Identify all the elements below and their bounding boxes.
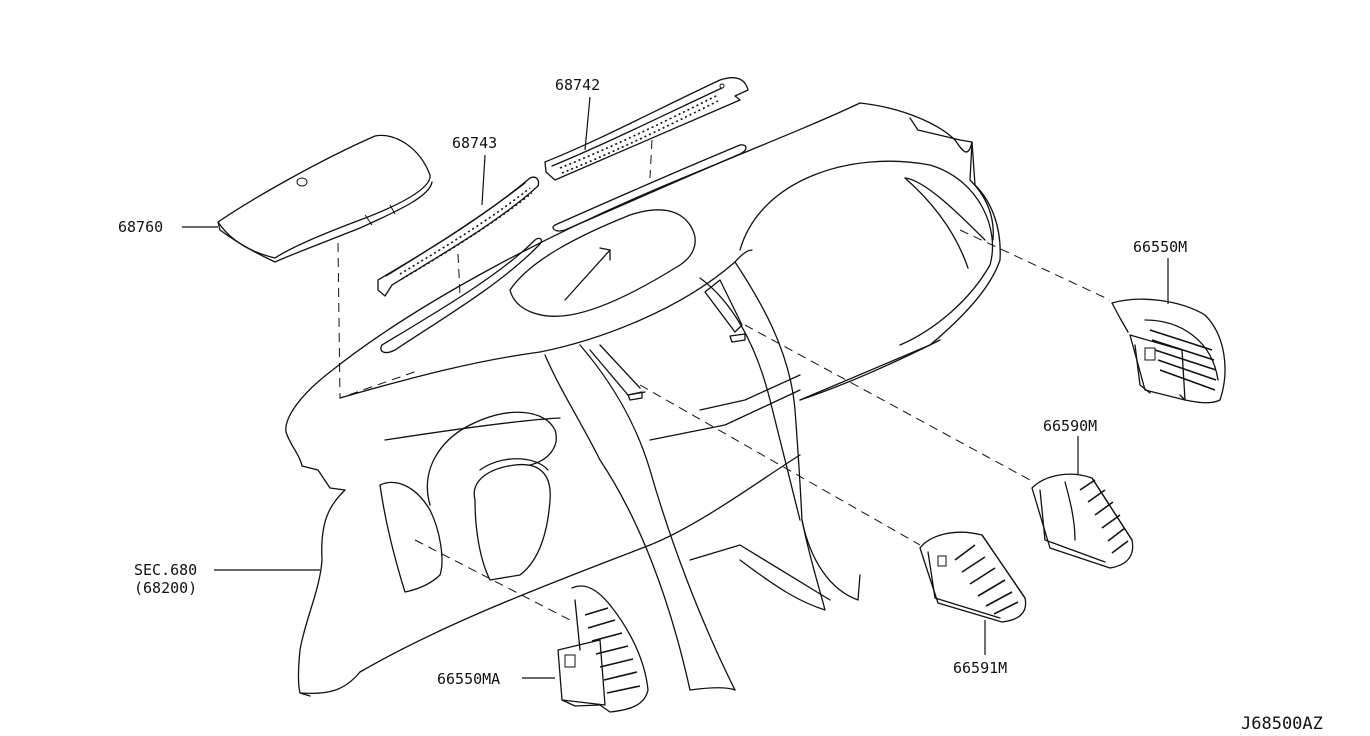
part-66591M-vent [919, 531, 1027, 623]
label-66550MA: 66550MA [437, 670, 500, 688]
part-66550M-vent [1111, 298, 1226, 404]
part-66590M-vent [1031, 473, 1134, 569]
label-68760: 68760 [118, 218, 163, 236]
assembly-dashed-lines [337, 139, 1111, 621]
grille-clip-icon [719, 83, 725, 89]
diagram-reference-code: J68500AZ [1241, 714, 1323, 734]
label-66550M: 66550M [1133, 238, 1187, 256]
vent-clip-icon-3 [564, 654, 576, 668]
vent-clip-icon-2 [937, 555, 947, 567]
vent-clip-icon [1144, 347, 1156, 361]
part-labels: 68742 68743 68760 66550M 66590M 66591M 6… [118, 76, 1323, 734]
instrument-panel-body [285, 102, 1001, 697]
part-68760-lid [217, 134, 433, 263]
label-66591M: 66591M [953, 659, 1007, 677]
part-66550MA-vent [557, 585, 649, 713]
lid-hole-icon [296, 177, 308, 187]
label-68743: 68743 [452, 134, 497, 152]
label-sec-68200: (68200) [134, 579, 197, 597]
part-68742-grille [544, 77, 749, 181]
label-68742: 68742 [555, 76, 600, 94]
label-66590M: 66590M [1043, 417, 1097, 435]
part-68743-grille [377, 176, 540, 297]
leader-lines [182, 96, 1169, 679]
label-sec-680: SEC.680 [134, 561, 197, 579]
